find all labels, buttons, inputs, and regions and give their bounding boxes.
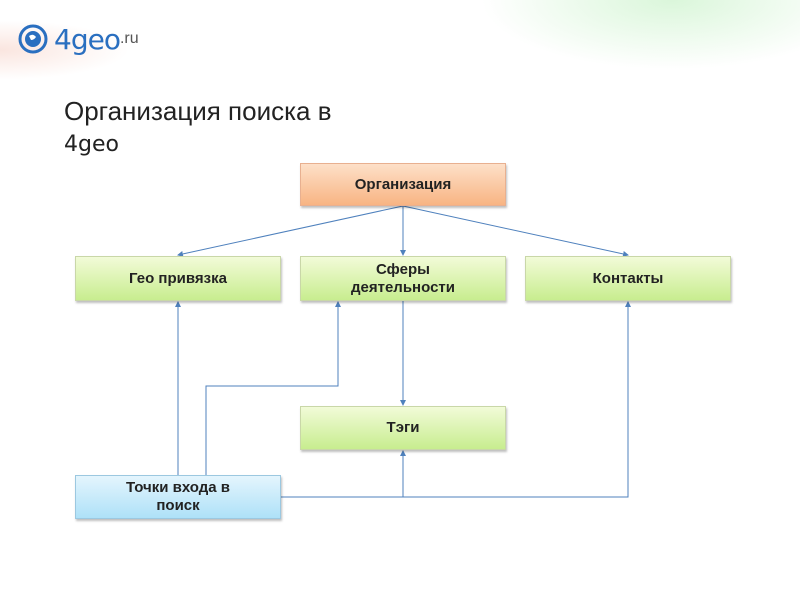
node-organization: Организация: [300, 163, 506, 206]
node-label-line2: поиск: [156, 497, 200, 514]
node-contacts: Контакты: [525, 256, 731, 301]
node-label-line2: деятельности: [351, 278, 455, 296]
node-label-line1: Сферы: [376, 260, 430, 278]
background-glow: [480, 0, 800, 70]
node-label: Организация: [354, 175, 452, 193]
logo: 4geo.ru: [16, 22, 139, 56]
globe-icon: [18, 24, 48, 54]
arrow-entry-spheres: [205, 301, 341, 475]
node-geo: Гео привязка: [75, 256, 281, 301]
node-label: Гео привязка: [129, 269, 227, 287]
node-tags: Тэги: [300, 406, 506, 450]
logo-text: 4geo: [54, 22, 121, 56]
arrow-org-contacts: [402, 205, 629, 257]
slide-title: Организация поиска в 4geo: [64, 94, 332, 162]
node-label-line1: Точки входа в: [125, 479, 231, 496]
node-label: Контакты: [592, 269, 664, 287]
arrow-entry-contacts: [281, 301, 631, 498]
node-label: Тэги: [386, 419, 420, 436]
title-line1: Организация поиска в: [64, 96, 332, 126]
title-line2: 4geo: [64, 132, 119, 157]
arrow-org-geo: [177, 205, 404, 257]
logo-suffix: .ru: [119, 30, 139, 47]
